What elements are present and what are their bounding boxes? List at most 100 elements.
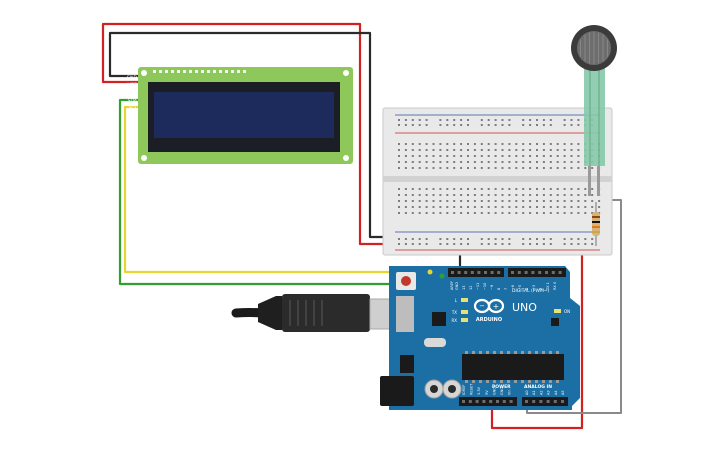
rail-hole xyxy=(536,119,538,121)
terminal-hole xyxy=(556,167,559,169)
lcd-mount-hole-tl xyxy=(141,70,147,76)
lcd-header-pin xyxy=(153,70,156,73)
breadboard-center-channel xyxy=(383,176,612,182)
terminal-hole xyxy=(453,212,456,214)
wire-red-lcd-vcc[interactable] xyxy=(101,22,402,246)
lcd-mount-hole-br xyxy=(343,155,349,161)
terminal-hole xyxy=(439,200,442,202)
wire-red-5v[interactable] xyxy=(490,206,584,430)
terminal-hole xyxy=(529,200,532,202)
terminal-hole xyxy=(418,194,421,196)
terminal-hole xyxy=(425,161,428,163)
resistor[interactable] xyxy=(592,202,600,246)
terminal-hole xyxy=(591,200,594,202)
terminal-hole xyxy=(473,167,476,169)
header-pin xyxy=(464,271,468,274)
terminal-hole xyxy=(549,212,552,214)
terminal-hole xyxy=(439,167,442,169)
led-on xyxy=(554,309,561,313)
terminal-hole xyxy=(480,167,483,169)
terminal-hole xyxy=(577,212,580,214)
terminal-hole xyxy=(418,212,421,214)
terminal-hole xyxy=(536,155,538,157)
endpoint-sda xyxy=(439,273,445,279)
digital-pin-label: 8 xyxy=(497,288,501,290)
rail-hole xyxy=(591,243,594,245)
analog-pin-label: A4 xyxy=(554,390,558,395)
terminal-hole xyxy=(536,161,538,163)
terminal-hole xyxy=(577,206,580,208)
rail-hole xyxy=(480,238,483,240)
lcd-header-pin xyxy=(207,70,210,73)
power-pin-label: GND xyxy=(500,387,504,395)
terminal-hole xyxy=(446,149,449,151)
rail-hole xyxy=(467,243,469,245)
rail-hole xyxy=(425,243,428,245)
wire-yellow-scl[interactable] xyxy=(123,105,432,274)
rail-hole xyxy=(577,238,580,240)
led-rx xyxy=(461,318,468,322)
chip-leg xyxy=(549,351,552,354)
rail-hole xyxy=(494,238,497,240)
force-sensor[interactable] xyxy=(571,25,617,196)
rail-hole xyxy=(398,119,400,121)
sensor-leg-left xyxy=(588,166,591,196)
terminal-hole xyxy=(453,194,456,196)
rail-hole xyxy=(508,119,511,121)
breadboard[interactable] xyxy=(382,107,613,256)
terminal-hole xyxy=(494,212,497,214)
chip-leg xyxy=(507,380,510,383)
terminal-hole xyxy=(411,155,414,157)
terminal-hole xyxy=(563,155,566,157)
terminal-hole xyxy=(467,149,469,151)
terminal-hole xyxy=(404,161,407,163)
rail-hole xyxy=(570,124,573,126)
terminal-hole xyxy=(536,143,538,145)
terminal-hole xyxy=(536,167,538,169)
terminal-hole xyxy=(570,212,573,214)
terminal-hole xyxy=(584,188,587,190)
rail-hole xyxy=(570,238,573,240)
lcd-header-pin xyxy=(183,70,186,73)
rail-hole xyxy=(398,124,400,126)
reset-button[interactable] xyxy=(401,276,411,286)
resistor-band-4 xyxy=(592,231,600,233)
terminal-hole xyxy=(432,149,435,151)
lcd-module[interactable]: GND VCC SDA SCL xyxy=(127,67,353,164)
terminal-hole xyxy=(446,143,449,145)
chip-leg xyxy=(486,351,489,354)
terminal-hole xyxy=(529,212,532,214)
rail-hole xyxy=(563,238,566,240)
terminal-hole xyxy=(577,143,580,145)
lcd-header-pins xyxy=(153,70,246,73)
rail-hole xyxy=(501,119,504,121)
terminal-hole xyxy=(529,167,532,169)
header-pin xyxy=(532,400,536,403)
terminal-hole xyxy=(549,155,552,157)
terminal-hole xyxy=(473,155,476,157)
arduino-model: UNO xyxy=(512,301,537,314)
rail-hole xyxy=(404,243,407,245)
resistor-band-3 xyxy=(592,226,600,228)
terminal-hole xyxy=(411,167,414,169)
arduino-logo xyxy=(473,298,505,314)
terminal-hole xyxy=(411,212,414,214)
terminal-hole xyxy=(494,206,497,208)
terminal-hole xyxy=(570,167,573,169)
header-pin xyxy=(551,271,555,274)
usb-cable[interactable] xyxy=(231,294,415,332)
terminal-hole xyxy=(467,212,469,214)
chip-leg xyxy=(472,351,475,354)
rail-hole xyxy=(494,119,497,121)
arduino-uno[interactable]: L TX RX ON − + ARDUINO UNO DIGITAL (PWM~… xyxy=(380,266,580,410)
terminal-hole xyxy=(411,149,414,151)
wire-black-lcd-gnd[interactable] xyxy=(108,31,402,239)
chip-leg xyxy=(472,380,475,383)
terminal-hole xyxy=(577,188,580,190)
terminal-hole xyxy=(563,161,566,163)
terminal-hole xyxy=(473,161,476,163)
rail-hole xyxy=(439,119,442,121)
wire-gray-sensor-a0[interactable] xyxy=(526,199,622,414)
